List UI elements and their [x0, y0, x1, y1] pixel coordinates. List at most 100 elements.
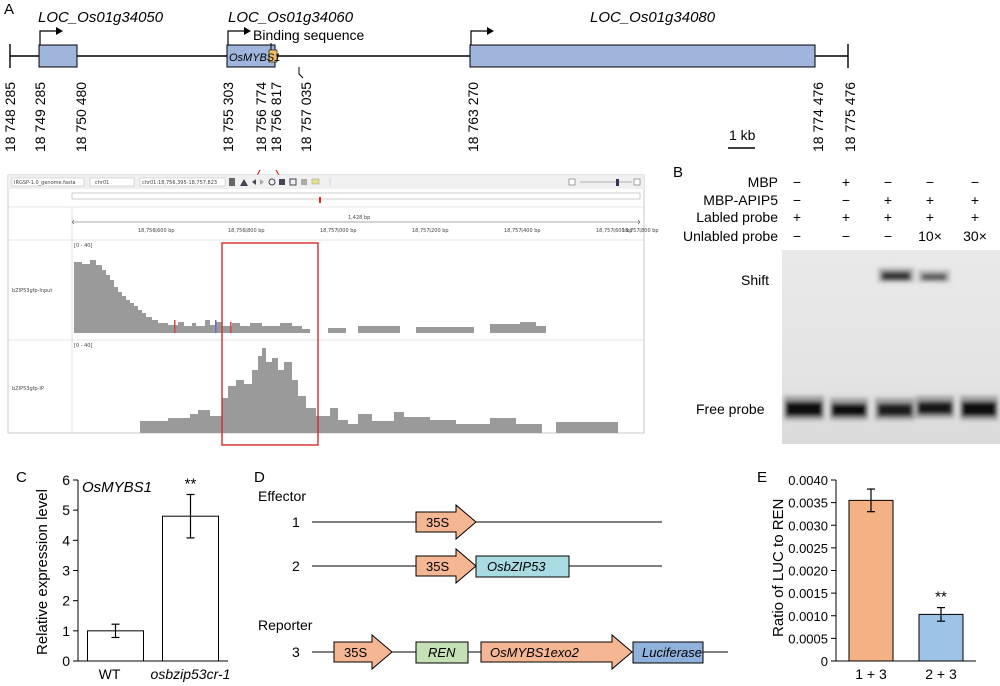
emsa-row-label: MBP-APIP5: [703, 192, 778, 208]
construct-3-osmybs1exo2-label: OsMYBS1exo2: [490, 645, 580, 660]
igv-zoom-out-icon[interactable]: [568, 178, 576, 186]
significance-label: **: [935, 589, 947, 606]
free-probe-label: Free probe: [696, 401, 765, 417]
igv-mismatch-3: [230, 322, 232, 333]
free-band-lane1: [786, 402, 822, 416]
panel-e: E 00.00050.00100.00150.00200.00250.00300…: [757, 469, 976, 682]
construct-2-35s-promoter: [415, 547, 477, 585]
coord-label: 18 757 035: [298, 82, 314, 152]
igv-track2-coverage: [140, 348, 618, 433]
emsa-cell: +: [842, 209, 850, 225]
construct-3-osmybs1exo2-promoter: [480, 633, 633, 671]
emsa-cell: +: [971, 209, 979, 225]
emsa-cell: −: [793, 174, 801, 190]
y-tick-label: 1: [62, 623, 70, 639]
igv-mismatch-1: [174, 320, 176, 333]
reporter-label: Reporter: [258, 617, 313, 633]
gene-box-1: [38, 44, 78, 68]
igv-go-button[interactable]: [229, 178, 235, 186]
emsa-cell: +: [884, 192, 892, 208]
igv-refresh-icon[interactable]: [268, 178, 276, 186]
effector-label: Effector: [258, 488, 306, 504]
emsa-cell: +: [884, 209, 892, 225]
emsa-cell: −: [971, 174, 979, 190]
igv-tick-label: 18,757,200 bp: [412, 228, 449, 234]
panel-a: A LOC_Os01g34050 LOC_Os01g34060 LOC_Os01…: [2, 1, 858, 446]
gene-name-3: LOC_Os01g34080: [590, 9, 716, 26]
igv-zoom-thumb[interactable]: [616, 179, 619, 186]
igv-span-right-arrow: [637, 219, 641, 225]
panel-b-letter: B: [673, 164, 683, 181]
emsa-bands: [784, 268, 998, 420]
coord-label: 18 763 270: [465, 82, 481, 152]
igv-tick-label: 18,757,600 bp: [596, 228, 633, 234]
panel-b: B MBP−+−−−MBP-APIP5−−+++Labled probe++++…: [673, 164, 1000, 444]
y-tick-label: 4: [62, 532, 70, 548]
construct-3-luciferase-box: [632, 641, 704, 664]
free-band-lane2: [832, 404, 866, 416]
construct-3-ren-label: REN: [428, 645, 456, 660]
igv-genome-select[interactable]: [11, 177, 85, 187]
gene-name-1: LOC_Os01g34050: [38, 9, 164, 26]
igv-ideogram-marker: [319, 197, 321, 203]
emsa-row-label: Labled probe: [696, 209, 778, 225]
igv-genome-label: IRGSP-1.0_genome.fasta: [14, 180, 76, 186]
igv-back-icon[interactable]: [252, 179, 256, 185]
tss-arrowhead-3: [487, 27, 494, 35]
igv-browser: IRGSP-1.0_genome.fasta chr01 chr01:18,75…: [7, 174, 659, 446]
emsa-condition-table: MBP−+−−−MBP-APIP5−−+++Labled probe+++++U…: [683, 174, 987, 244]
tss-arrow-1: [39, 30, 58, 45]
construct-2-osbzip53-label: OsbZIP53: [487, 559, 546, 574]
construct-3-number: 3: [292, 644, 300, 660]
construct-2-number: 2: [292, 558, 300, 574]
x-category-label: 1 + 3: [855, 666, 887, 682]
emsa-cell: +: [793, 209, 801, 225]
y-tick-label: 2: [62, 593, 70, 609]
igv-track1-range: [0 - 40]: [74, 243, 92, 249]
igv-popup-icon[interactable]: [301, 179, 307, 185]
igv-resize-icon[interactable]: [289, 178, 297, 186]
emsa-row-label: MBP: [748, 174, 778, 190]
igv-zoom-in-icon[interactable]: [633, 178, 641, 186]
y-tick-label: 5: [62, 502, 70, 518]
y-tick-label: 0: [821, 654, 828, 669]
emsa-cell: +: [842, 174, 850, 190]
coord-label: 18 749 285: [32, 82, 48, 152]
igv-ideogram: [71, 192, 641, 200]
binding-sequence-label: Binding sequence: [253, 27, 365, 43]
emsa-cell: +: [926, 209, 934, 225]
y-tick-label: 6: [62, 472, 70, 488]
emsa-cell: +: [971, 192, 979, 208]
construct-1-35s-label: 35S: [426, 515, 449, 530]
igv-locus-box[interactable]: [139, 177, 226, 187]
y-tick-label: 0.0030: [788, 518, 828, 533]
igv-home-icon[interactable]: [240, 179, 248, 186]
y-tick-label: 0.0020: [788, 564, 828, 579]
igv-track1-coverage: [74, 260, 546, 333]
igv-tick-label: 18,757,400 bp: [504, 228, 541, 234]
tss-arrow-3: [470, 30, 489, 45]
igv-comment-icon[interactable]: [311, 178, 320, 185]
coord-label: 18 750 480: [73, 82, 89, 152]
igv-tick-label: 18,757,800 bp: [622, 228, 659, 234]
emsa-row-label: Unlabled probe: [683, 228, 778, 244]
y-tick-label: 0.0015: [788, 586, 828, 601]
bar: [848, 499, 894, 662]
free-band-lane3: [878, 404, 912, 416]
construct-3-35s-promoter: [333, 633, 393, 671]
igv-ruler-icon[interactable]: [279, 179, 285, 185]
igv-chrom-select[interactable]: [89, 177, 135, 187]
igv-tick-label: 18,757,000 bp: [320, 228, 357, 234]
scale-bar-label: 1 kb: [729, 127, 756, 143]
igv-forward-icon[interactable]: [260, 179, 264, 185]
tss-arrowhead-1: [56, 27, 63, 35]
emsa-cell: −: [884, 228, 892, 244]
emsa-cell: −: [793, 228, 801, 244]
emsa-cell: 30×: [963, 228, 987, 244]
igv-span-label: 1,428 bp: [348, 215, 370, 221]
